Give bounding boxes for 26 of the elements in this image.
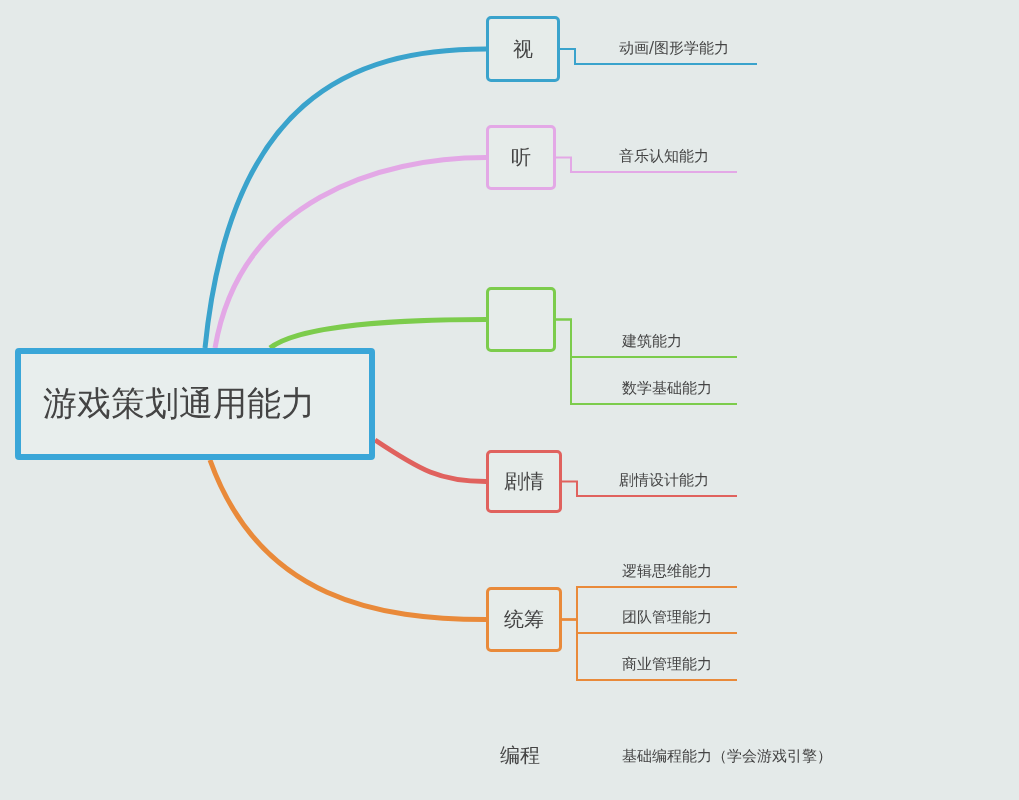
- connector-line: [561, 480, 588, 497]
- leaf-item: 剧情设计能力: [587, 467, 737, 497]
- topic-box: 游戏策划通用能力: [15, 348, 375, 460]
- item-label: 基础编程能力（学会游戏引擎）: [622, 747, 832, 766]
- branch-box: 统筹: [486, 587, 562, 652]
- connector-line: [212, 155, 487, 349]
- connector-line: [268, 317, 486, 351]
- branch-box: 听: [486, 125, 556, 190]
- leaf-item: 数学基础能力: [590, 375, 737, 405]
- connector-line: [555, 318, 591, 405]
- connector-line: [561, 618, 591, 681]
- branch-box: 视: [486, 16, 560, 82]
- leaf-item: 团队管理能力: [590, 604, 737, 634]
- topic-label: 编程: [500, 742, 540, 769]
- connector-line: [207, 459, 487, 622]
- branch-box: [486, 287, 556, 352]
- leaf-item: 动画/图形学能力: [587, 35, 757, 65]
- connector-line: [202, 46, 487, 349]
- leaf-item: 商业管理能力: [590, 651, 737, 681]
- branch-box: 剧情: [486, 450, 562, 513]
- leaf-item: 逻辑思维能力: [590, 558, 737, 588]
- leaf-item: 建筑能力: [590, 328, 737, 358]
- connector-line: [373, 437, 487, 484]
- connector-line: [555, 156, 588, 173]
- leaf-item: 音乐认知能力: [587, 143, 737, 173]
- connector-line: [559, 48, 588, 65]
